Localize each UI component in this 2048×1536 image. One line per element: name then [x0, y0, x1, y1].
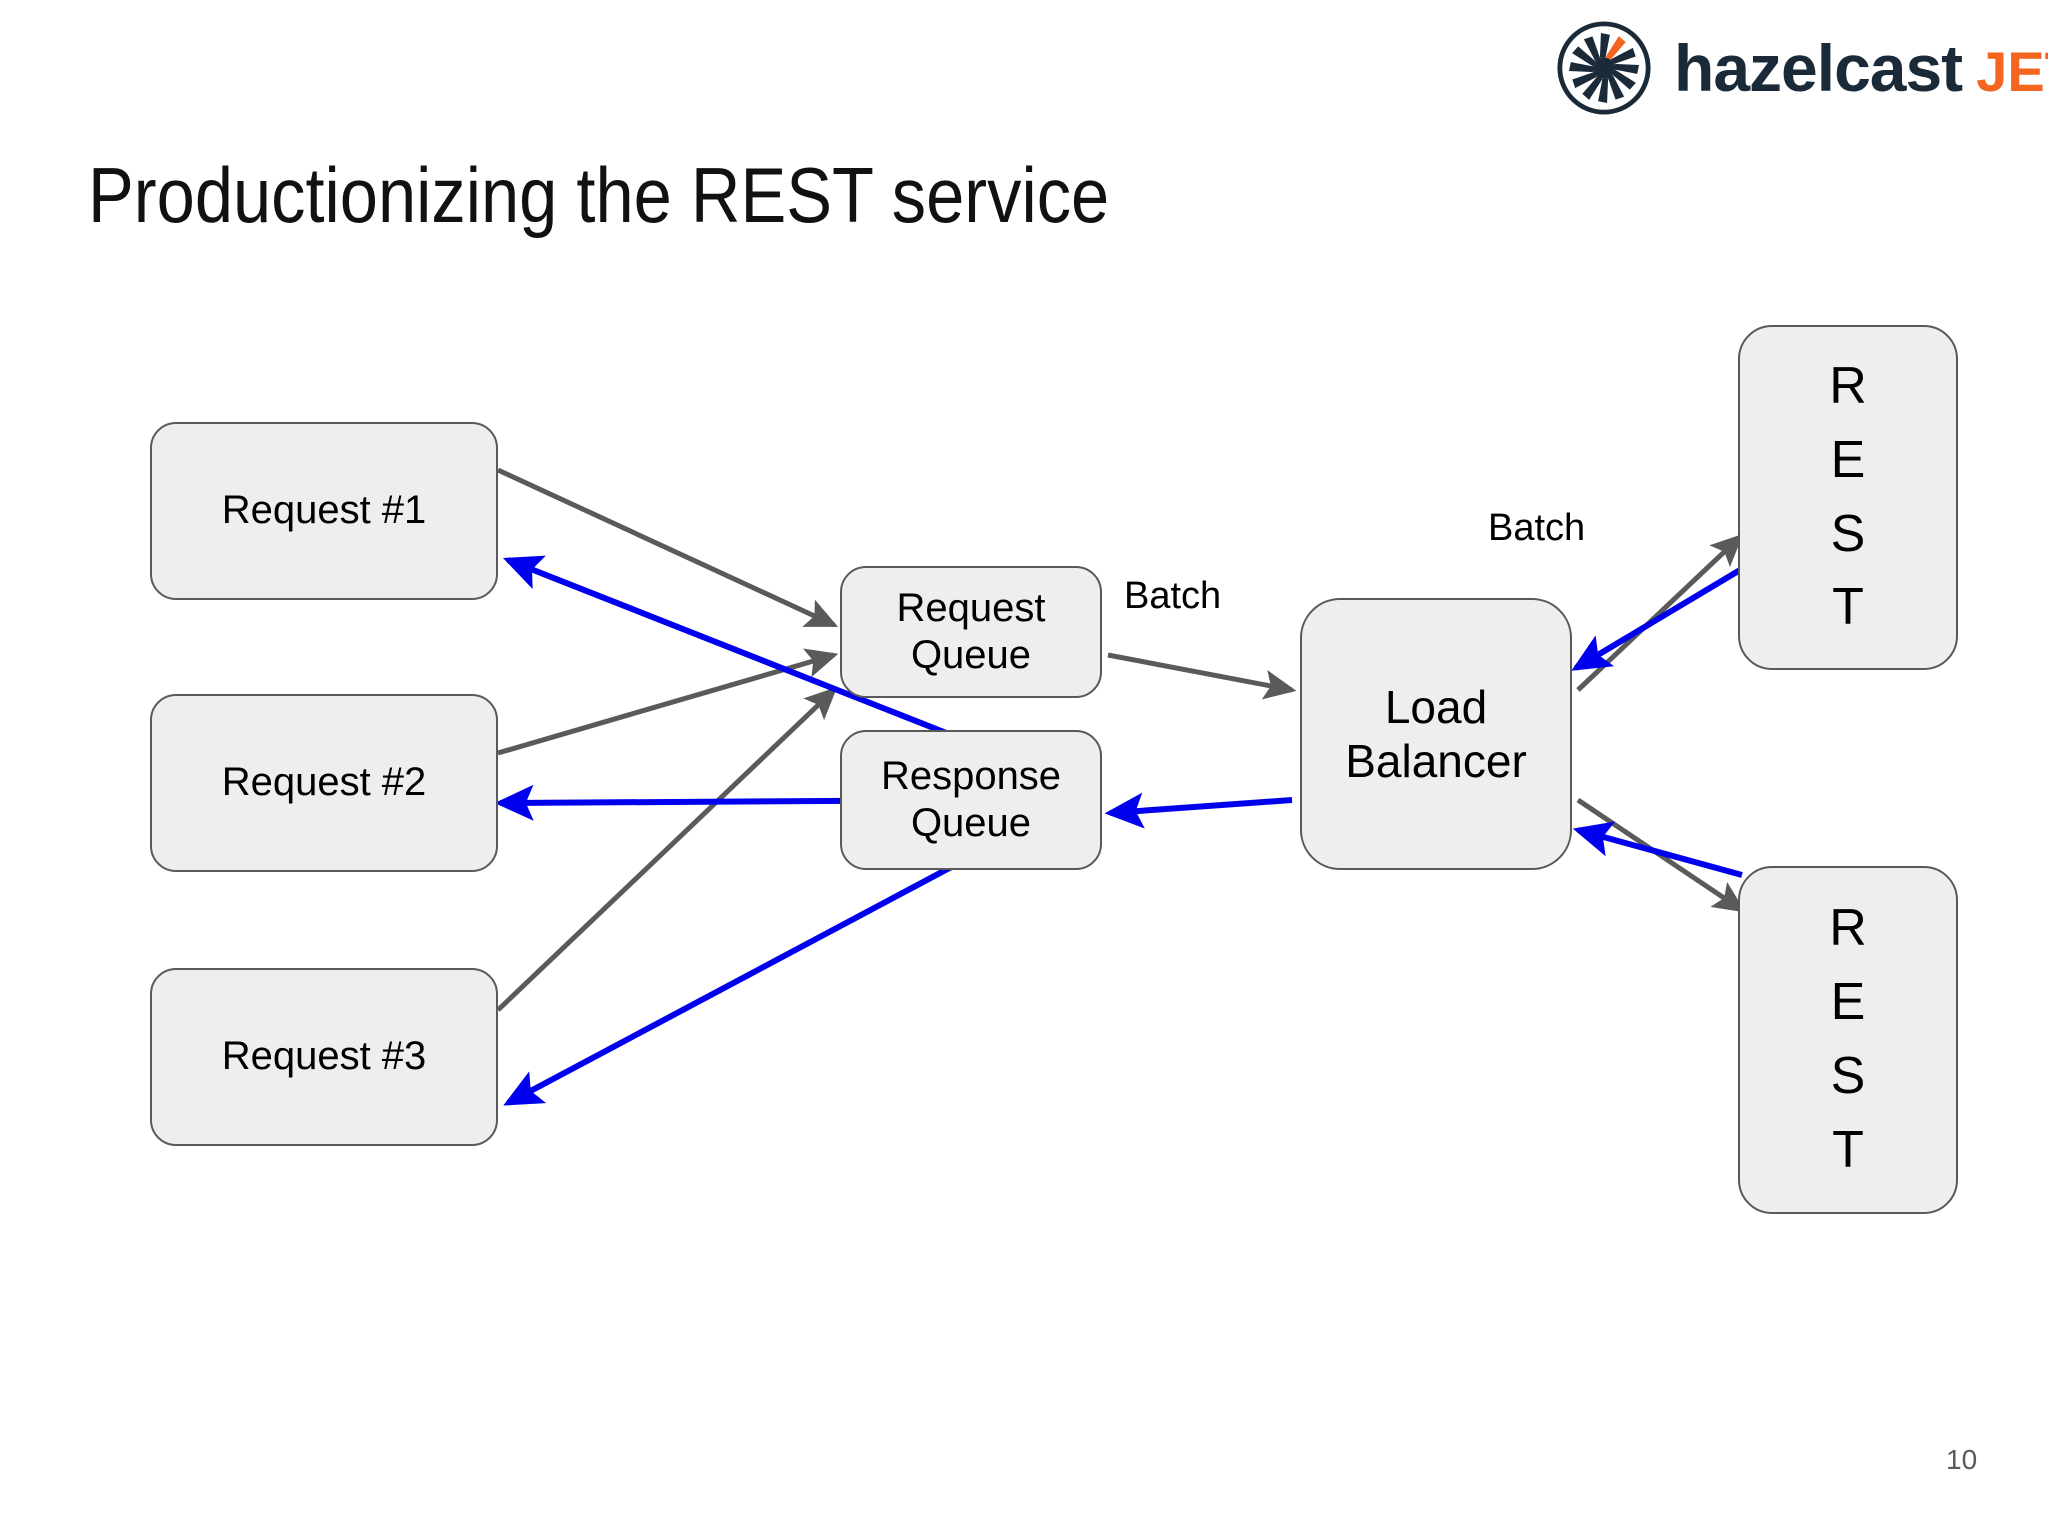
node-request-2: Request #2: [150, 694, 498, 872]
edge-resp-rest-top-lb: [1571, 567, 1742, 671]
page-number: 10: [1946, 1444, 1978, 1475]
edge-label-batch-lb-to-rest: Batch: [1488, 507, 1586, 549]
page-title: Productionizing the REST service: [88, 151, 1110, 239]
edge-label-batch-queue-to-lb: Batch: [1124, 575, 1222, 617]
hazelcast-turbine-icon: [1557, 21, 1651, 115]
logo-wordmark: hazelcast JET: [1674, 35, 2048, 101]
node-label-request-1: Request #1: [221, 488, 427, 533]
edge-resp-rest-bot-lb: [1572, 821, 1743, 878]
node-request-3: Request #3: [150, 968, 498, 1146]
edge-req-lb-rest-bot: [1576, 797, 1746, 913]
edge-req-lb-rest-top: [1576, 533, 1744, 692]
edge-resp-resp-req-3: [503, 837, 1004, 1106]
edge-req-request-queue: [1107, 652, 1297, 700]
node-label-request-2: Request #2: [221, 760, 427, 805]
node-request-1: Request #1: [150, 422, 498, 600]
edge-resp-lb-response: [1104, 792, 1293, 829]
edge-req-request-1: [496, 467, 839, 628]
logo-word-hazelcast: hazelcast: [1674, 31, 1963, 105]
edge-req-request-3: [496, 686, 838, 1012]
logo-word-jet: JET: [1976, 40, 2048, 103]
edge-req-request-2: [497, 648, 839, 756]
node-label-request-3: Request #3: [221, 1034, 427, 1079]
hazelcast-jet-logo: hazelcast JET: [1556, 18, 2048, 118]
